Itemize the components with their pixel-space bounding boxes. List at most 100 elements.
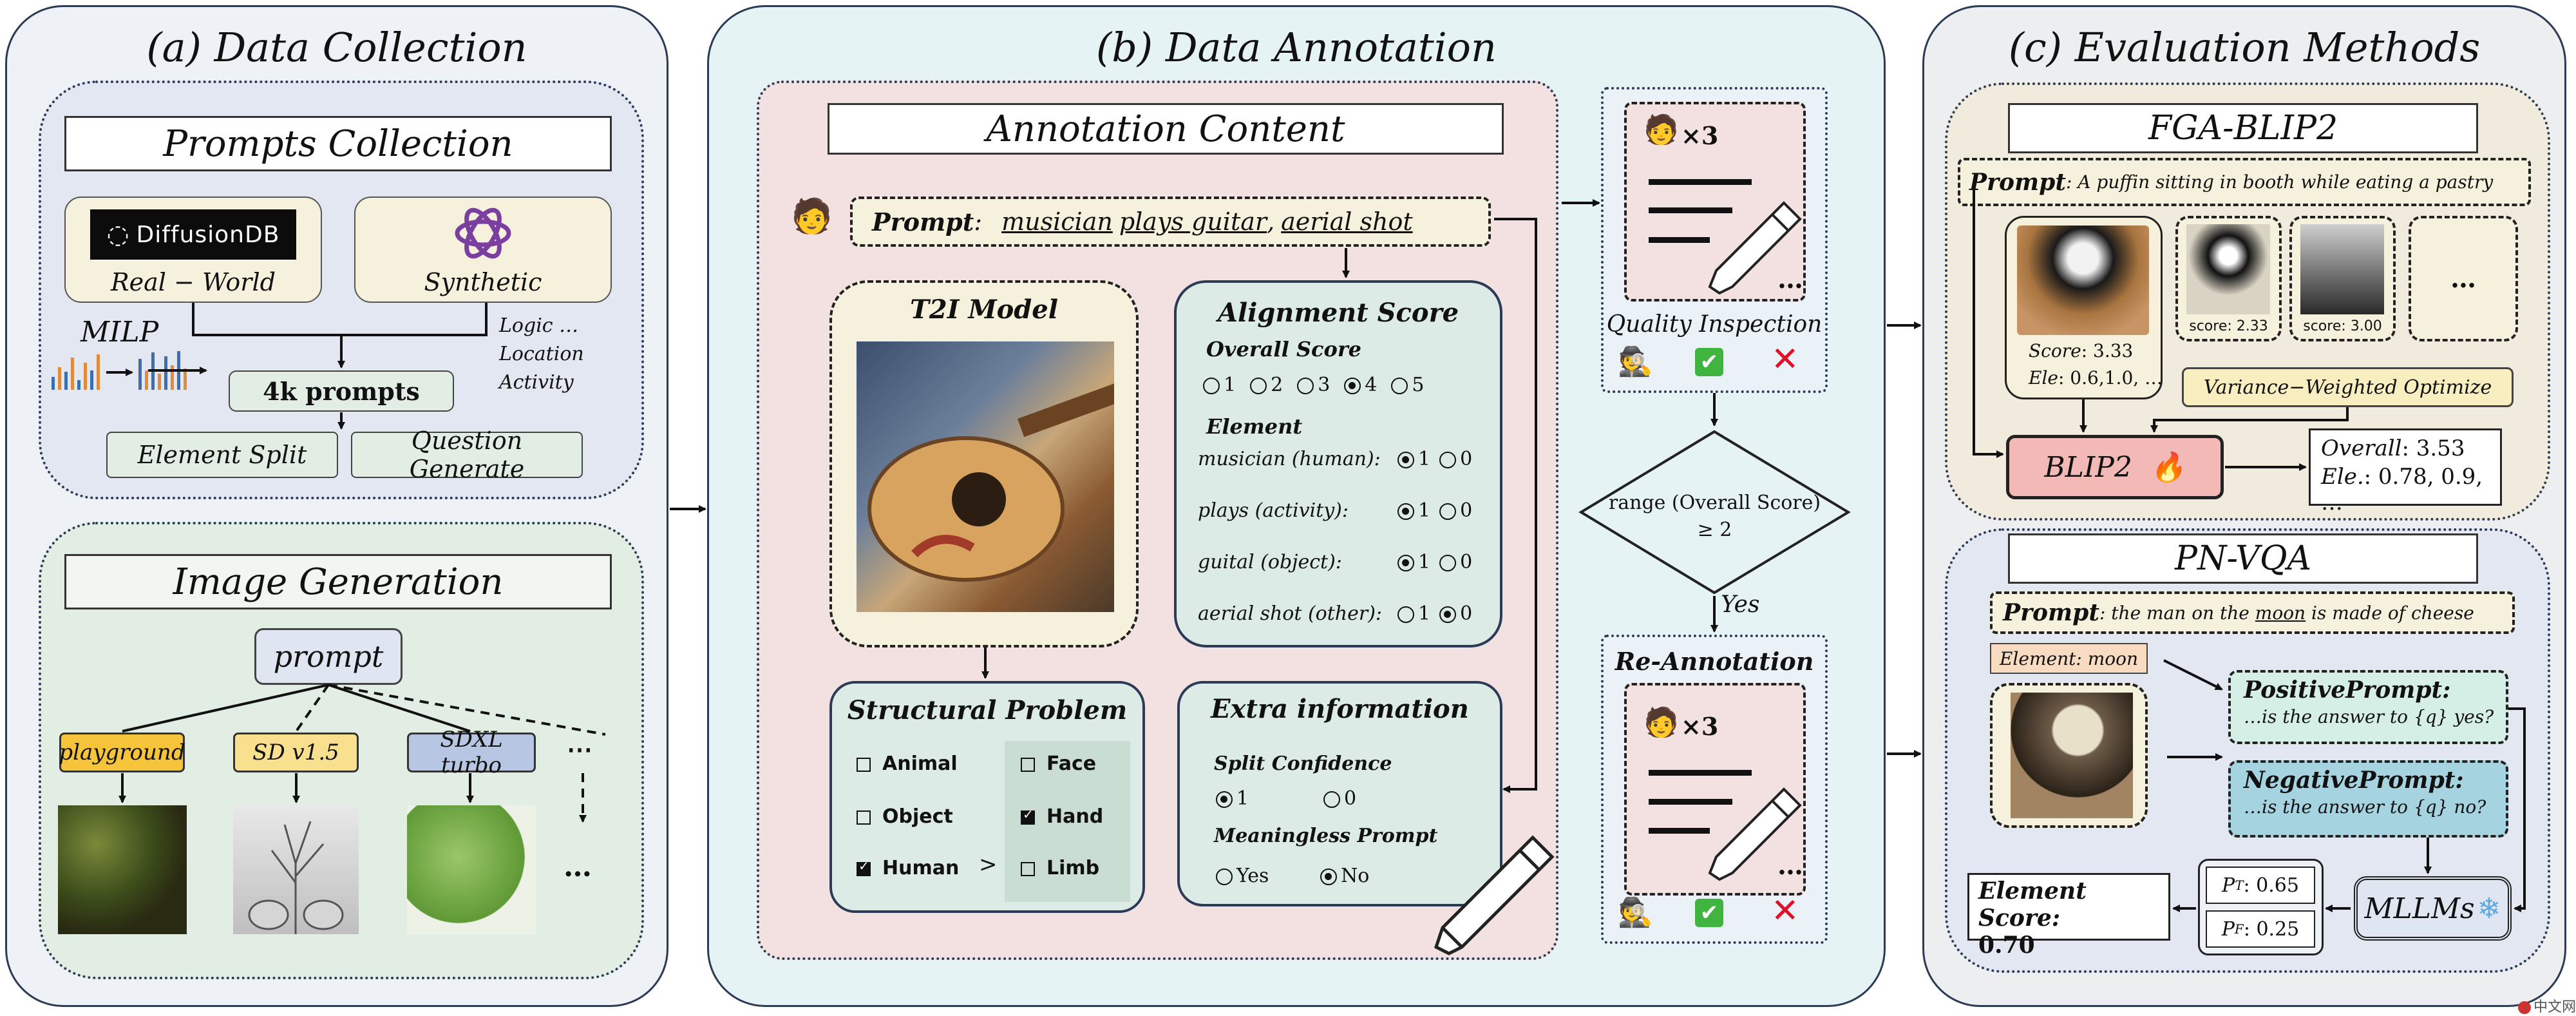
check-icon: ✔ xyxy=(1695,348,1723,376)
meaningless-no[interactable]: No xyxy=(1320,865,1369,887)
image-generation-title: Image Generation xyxy=(64,554,612,609)
milp-label: MILP xyxy=(80,316,159,349)
negative-prompt-title: NegativePrompt: xyxy=(2244,767,2464,794)
question-generate-box: Question Generate xyxy=(351,427,583,483)
activity-label: Activity xyxy=(499,371,574,394)
element-split-box: Element Split xyxy=(106,432,338,478)
fga-blip2-title: FGA-BLIP2 xyxy=(2008,103,2478,153)
radio-yes[interactable]: 1 xyxy=(1397,499,1430,522)
radio-no[interactable]: 0 xyxy=(1439,602,1472,625)
split-confidence-1[interactable]: 1 xyxy=(1216,787,1249,810)
struct-hand[interactable]: Hand xyxy=(1021,805,1103,828)
diffusiondb-icon: ◌ xyxy=(106,220,130,249)
score-value: : 3.33 xyxy=(2081,340,2134,361)
decision-diamond xyxy=(1578,430,1851,595)
overall-score-5[interactable]: 5 xyxy=(1391,374,1424,396)
model-sdxl-turbo: SDXL turbo xyxy=(407,727,536,778)
prompt-comma: , xyxy=(1267,207,1275,236)
panel-b-title: (b) Data Annotation xyxy=(1096,23,1497,71)
overall-score-4[interactable]: 4 xyxy=(1344,374,1377,396)
annotation-content-title: Annotation Content xyxy=(828,103,1504,155)
element-score-label: Element Score: xyxy=(1978,877,2087,932)
doc-line-2 xyxy=(1649,207,1732,213)
inspector-icon: 🕵 xyxy=(1618,345,1653,378)
overall-score-3[interactable]: 3 xyxy=(1297,374,1330,396)
element-score-value: 0.70 xyxy=(1978,932,2035,959)
extra-information-title: Extra information xyxy=(1211,693,1469,724)
pn-vqa-title: PN-VQA xyxy=(2008,533,2478,584)
re-doc-line-1 xyxy=(1649,770,1752,776)
overall-score-radios: 1 2 3 4 5 xyxy=(1203,374,1499,396)
radio-yes[interactable]: 1 xyxy=(1397,602,1430,625)
positive-prompt-box: PositivePrompt: …is the answer to {q} ye… xyxy=(2228,670,2508,744)
element-row-guital: guital (object): 1 0 xyxy=(1198,551,1494,573)
radio-no[interactable]: 0 xyxy=(1439,499,1472,522)
milp-bar xyxy=(71,358,74,390)
pn-prompt-b: is made of cheese xyxy=(2306,602,2474,624)
puffin-score-3: score: 3.00 xyxy=(2303,318,2382,334)
element-score-box: Element Score: 0.70 xyxy=(1967,873,2170,959)
mllms-box[interactable]: MLLMs ❄ xyxy=(2354,876,2512,941)
quality-inspection-label: Quality Inspection xyxy=(1606,311,1823,338)
milp-bar-icon xyxy=(52,351,187,390)
puffin-image-2 xyxy=(2186,224,2270,314)
meaningless-yes[interactable]: Yes xyxy=(1216,865,1269,887)
radio-yes[interactable]: 1 xyxy=(1397,551,1430,573)
fga-prompt-bar: Prompt : A puffin sitting in booth while… xyxy=(1958,158,2531,206)
element-name: guital (object): xyxy=(1198,551,1342,573)
extra-information-box xyxy=(1177,681,1502,906)
meaningless-prompt-label: Meaningless Prompt xyxy=(1214,825,1438,847)
ele2-line: Ele.: 0.78, 0.9, … xyxy=(2321,464,2483,515)
sdxl-image xyxy=(407,805,536,934)
overall-line: Overall: 3.53 xyxy=(2321,436,2465,461)
radio-no[interactable]: 0 xyxy=(1439,448,1472,470)
doc-line-1 xyxy=(1649,179,1752,185)
diffusiondb-label: DiffusionDB xyxy=(136,221,280,248)
fire-icon: 🔥 xyxy=(2150,451,2186,484)
structural-problem-title: Structural Problem xyxy=(847,695,1128,725)
struct-limb[interactable]: Limb xyxy=(1021,857,1099,879)
milp-bar xyxy=(97,354,100,390)
fga-prompt-text: : A puffin sitting in booth while eating… xyxy=(2065,171,2494,193)
prompt-node: prompt xyxy=(254,628,402,685)
re-check-icon: ✔ xyxy=(1695,899,1723,927)
ele-label: Ele xyxy=(2029,367,2058,388)
alignment-score-title: Alignment Score xyxy=(1217,297,1459,328)
split-confidence-0[interactable]: 0 xyxy=(1323,787,1356,810)
real-world-label: Real − World xyxy=(111,268,276,296)
prompt-part-musician: musician xyxy=(1001,207,1113,236)
decision-label-2: ≥ 2 xyxy=(1697,518,1732,541)
struct-face[interactable]: Face xyxy=(1021,752,1096,775)
negative-prompt-text: …is the answer to {q} no? xyxy=(2244,796,2486,818)
yes-label: Yes xyxy=(1721,591,1760,618)
struct-animal[interactable]: Animal xyxy=(857,752,958,775)
element-name: musician (human): xyxy=(1198,448,1381,470)
re-inspector-icon: 🕵 xyxy=(1618,896,1653,929)
playground-image xyxy=(58,805,187,934)
radio-yes[interactable]: 1 xyxy=(1397,448,1430,470)
milp-bar xyxy=(158,374,161,390)
blip2-box[interactable]: BLIP2 🔥 xyxy=(2006,435,2224,499)
prompt-part-plays-guitar: plays guitar xyxy=(1119,207,1267,236)
moon-image xyxy=(2011,693,2133,818)
blip2-output-box: Overall: 3.53 Ele.: 0.78, 0.9, … xyxy=(2309,428,2502,515)
prompt-label: Prompt xyxy=(872,207,974,236)
openai-icon xyxy=(455,207,511,259)
pn-prompt-label: Prompt xyxy=(2003,599,2099,626)
model-playground: playground xyxy=(59,733,185,772)
overall-score-1[interactable]: 1 xyxy=(1203,374,1236,396)
puffin-ele-line: Ele: 0.6,1.0, … xyxy=(2029,367,2163,388)
milp-bar xyxy=(90,370,93,390)
struct-object[interactable]: Object xyxy=(857,805,953,828)
pn-prompt-bar: Prompt : the man on the moon is made of … xyxy=(1990,591,2515,634)
element-label: Element xyxy=(1206,414,1303,439)
re-times-three: ×3 xyxy=(1681,712,1719,741)
milp-bar xyxy=(52,377,55,390)
negative-prompt-box: NegativePrompt: …is the answer to {q} no… xyxy=(2228,760,2508,838)
image-more: … xyxy=(564,850,592,883)
puffin-card-more: … xyxy=(2409,216,2518,341)
radio-no[interactable]: 0 xyxy=(1439,551,1472,573)
overall-score-2[interactable]: 2 xyxy=(1250,374,1283,396)
struct-human[interactable]: Human xyxy=(857,857,959,879)
